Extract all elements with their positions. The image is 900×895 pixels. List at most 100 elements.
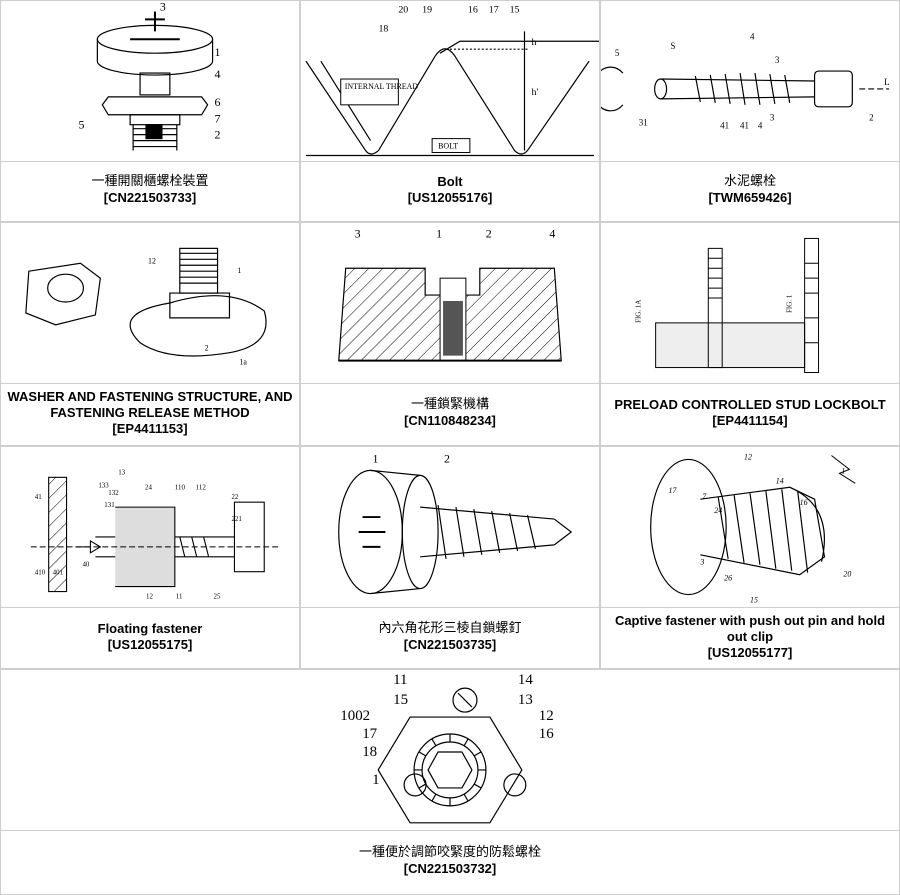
patent-card-4[interactable]: 12 1 1a 2 WASHER AND FASTENING STRUCTURE… — [0, 222, 300, 446]
patent-figure-6: FIG. 1A FIG. 1 — [601, 223, 899, 384]
label-112: 112 — [196, 483, 207, 491]
patent-title: PRELOAD CONTROLLED STUD LOCKBOLT — [614, 397, 885, 413]
label-11: 11 — [393, 672, 407, 688]
label-25: 25 — [214, 593, 221, 601]
patent-card-3[interactable]: S 4 5 L 3 31 41 41 4 3 2 水泥螺栓 [TWM659426… — [600, 0, 900, 222]
label-18: 18 — [362, 744, 377, 760]
patent-figure-7: 13 133 132 24 110 112 22 221 131 41 40 4… — [1, 447, 299, 608]
patent-caption-10: 一種便於調節咬緊度的防鬆螺栓 [CN221503732] — [1, 828, 899, 894]
patent-figure-5: 3 1 2 4 — [301, 223, 599, 384]
locking-mechanism-drawing: 3 1 2 4 — [301, 223, 599, 383]
label-2: 2 — [869, 113, 873, 123]
label-12: 12 — [148, 256, 156, 265]
patent-card-8[interactable]: 1 2 內六角花形三棱自鎖螺釘 [CN221503735] — [300, 446, 600, 669]
patent-caption-3: 水泥螺栓 [TWM659426] — [601, 159, 899, 221]
label-13: 13 — [518, 692, 533, 708]
thread-profile-drawing: 20 19 16 17 15 18 h h' INTERNAL THREAD B… — [301, 1, 599, 161]
label-4: 4 — [215, 67, 221, 81]
label-15: 15 — [510, 4, 520, 15]
label-bolt: BOLT — [438, 142, 458, 151]
patent-number: [CN221503733] — [104, 190, 197, 206]
patent-number: [TWM659426] — [708, 190, 791, 206]
anti-loosening-bolt-drawing: 11 14 15 13 1002 12 17 16 18 1 — [1, 670, 899, 830]
patent-caption-9: Captive fastener with push out pin and h… — [601, 605, 899, 668]
label-fig-1a: FIG. 1A — [635, 300, 643, 323]
label-18: 18 — [378, 23, 388, 34]
patent-number: [CN110848234] — [404, 413, 496, 429]
label-1002: 1002 — [340, 708, 370, 724]
patent-card-1[interactable]: 3 1 4 6 7 5 2 一種開關櫃螺栓裝置 [CN221503733] — [0, 0, 300, 222]
patent-number: [EP4411153] — [112, 421, 187, 437]
patent-figure-8: 1 2 — [301, 447, 599, 608]
patent-title: Bolt — [437, 174, 462, 190]
label-24: 24 — [145, 483, 152, 491]
label-2: 2 — [486, 226, 492, 240]
label-16: 16 — [468, 4, 478, 15]
label-12: 12 — [744, 452, 752, 461]
label-1: 1 — [215, 45, 221, 59]
label-fig-1: FIG. 1 — [786, 294, 794, 313]
washer-nut-drawing: 12 1 1a 2 — [1, 223, 299, 383]
patent-card-5[interactable]: 3 1 2 4 一種鎖緊機構 [CN110848234] — [300, 222, 600, 446]
label-7: 7 — [702, 492, 707, 501]
patent-card-9[interactable]: 12 1 17 7 24 14 16 3 26 15 20 Captive fa… — [600, 446, 900, 669]
patent-title: WASHER AND FASTENING STRUCTURE, AND FAST… — [7, 389, 293, 421]
label-1: 1 — [372, 772, 379, 788]
label-3: 3 — [160, 1, 166, 13]
patent-number: [US12055176] — [408, 190, 493, 206]
label-12: 12 — [146, 593, 153, 601]
switchgear-bolt-drawing: 3 1 4 6 7 5 2 — [1, 1, 299, 161]
cement-bolt-drawing: S 4 5 L 3 31 41 41 4 3 2 — [601, 1, 899, 161]
label-5: 5 — [615, 48, 620, 58]
patent-figure-1: 3 1 4 6 7 5 2 — [1, 1, 299, 162]
label-41a: 41 — [720, 121, 729, 131]
label-24: 24 — [714, 506, 722, 515]
label-3b: 3 — [770, 113, 775, 123]
patent-card-10[interactable]: 11 14 15 13 1002 12 17 16 18 1 一種便於調節咬緊度… — [0, 669, 900, 895]
label-3: 3 — [775, 55, 780, 65]
label-14: 14 — [776, 476, 784, 485]
label-41b: 41 — [740, 121, 749, 131]
label-1: 1 — [436, 226, 442, 240]
patent-card-2[interactable]: 20 19 16 17 15 18 h h' INTERNAL THREAD B… — [300, 0, 600, 222]
patent-title: 水泥螺栓 — [724, 174, 776, 190]
label-5: 5 — [78, 118, 84, 132]
label-1: 1 — [841, 466, 845, 475]
label-4: 4 — [549, 226, 555, 240]
label-L: L — [884, 77, 889, 87]
label-41: 41 — [35, 493, 42, 501]
label-2: 2 — [444, 451, 450, 465]
stud-lockbolt-drawing: FIG. 1A FIG. 1 — [601, 223, 899, 383]
label-6: 6 — [215, 95, 221, 109]
label-17: 17 — [669, 486, 678, 495]
patent-title: 一種便於調節咬緊度的防鬆螺栓 — [359, 845, 541, 861]
patent-caption-7: Floating fastener [US12055175] — [1, 605, 299, 668]
label-20: 20 — [398, 4, 408, 15]
label-3: 3 — [355, 226, 361, 240]
label-410: 410 — [35, 569, 46, 577]
label-3: 3 — [699, 558, 704, 567]
label-h: h — [531, 37, 536, 48]
captive-fastener-drawing: 12 1 17 7 24 14 16 3 26 15 20 — [601, 447, 899, 607]
label-16: 16 — [800, 498, 808, 507]
label-14: 14 — [518, 672, 533, 688]
label-2: 2 — [215, 128, 221, 142]
label-26: 26 — [724, 574, 732, 583]
label-17: 17 — [489, 4, 499, 15]
label-16: 16 — [539, 726, 554, 742]
patent-caption-2: Bolt [US12055176] — [301, 159, 599, 221]
label-15: 15 — [750, 595, 758, 604]
label-401: 401 — [53, 569, 64, 577]
patent-caption-5: 一種鎖緊機構 [CN110848234] — [301, 381, 599, 445]
floating-fastener-drawing: 13 133 132 24 110 112 22 221 131 41 40 4… — [1, 447, 299, 607]
label-22: 22 — [231, 493, 238, 501]
patent-card-6[interactable]: FIG. 1A FIG. 1 PRELOAD CONTROLLED STUD L… — [600, 222, 900, 446]
patent-card-7[interactable]: 13 133 132 24 110 112 22 221 131 41 40 4… — [0, 446, 300, 669]
patent-number: [US12055177] — [708, 645, 793, 661]
label-221: 221 — [231, 515, 242, 523]
label-132: 132 — [108, 489, 119, 497]
patent-number: [CN221503732] — [404, 861, 497, 877]
patent-number: [EP4411154] — [712, 413, 787, 429]
patent-figure-9: 12 1 17 7 24 14 16 3 26 15 20 — [601, 447, 899, 608]
